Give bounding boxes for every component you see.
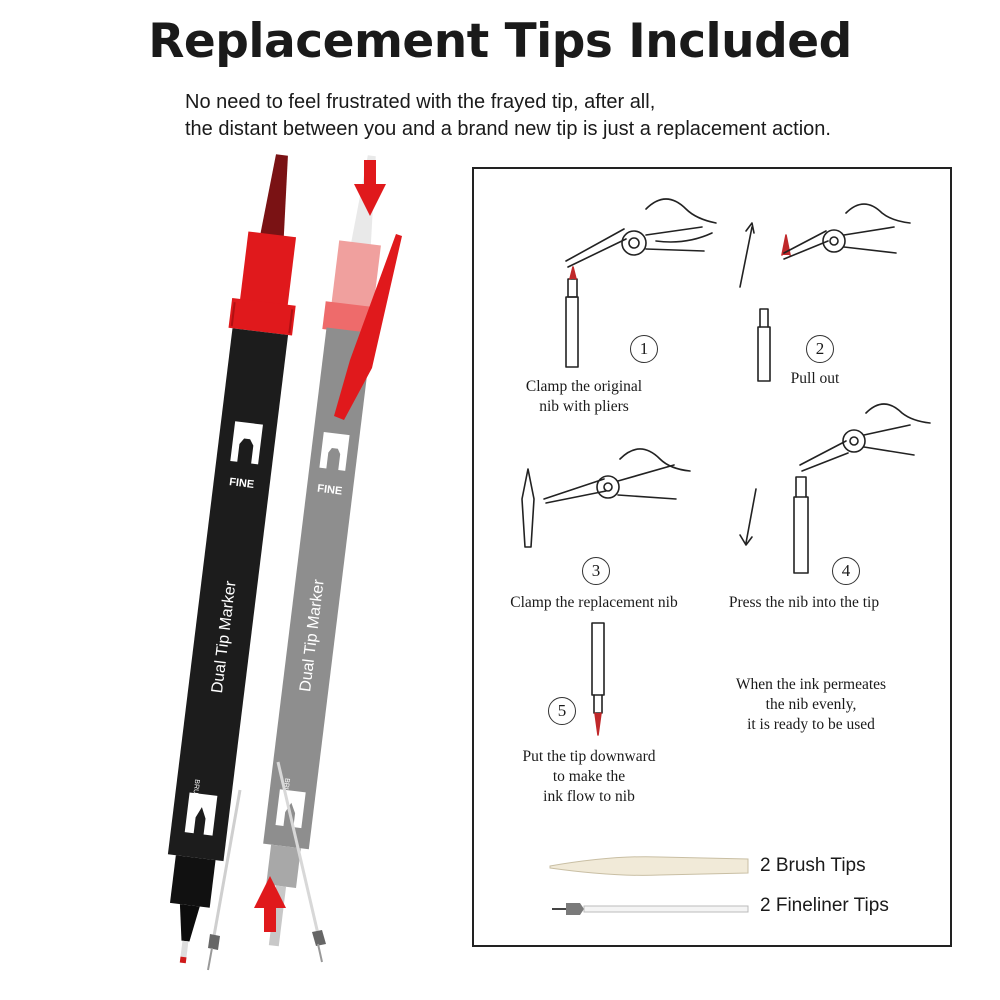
gray-pen: FINE Dual Tip Marker BRUSH (263, 155, 381, 947)
step-2-drawing (739, 203, 911, 382)
loose-fineliner-tip-2 (276, 761, 326, 963)
black-pen-tip-cone (179, 904, 200, 942)
step-1-number: 1 (630, 335, 658, 363)
step-3-caption-line-1: Clamp the replacement nib (510, 594, 678, 611)
black-pen-fine-logo (230, 421, 263, 465)
black-pen-cap-top (239, 231, 297, 313)
step-1-caption-line-2: nib with pliers (539, 398, 629, 415)
step-4-drawing (739, 403, 931, 574)
step-5-caption: Put the tip downward to make the ink flo… (504, 747, 674, 807)
loose-fineliner-tip-1 (207, 789, 242, 971)
subtitle-line-1: No need to feel frustrated with the fray… (185, 91, 656, 113)
black-pen: FINE Dual Tip Marker BRUSH (167, 154, 297, 964)
black-pen-fine-label: FINE (228, 476, 254, 491)
step-5-number: 5 (548, 697, 576, 725)
step-3-drawing (521, 448, 691, 548)
step-1-caption: Clamp the original nib with pliers (494, 377, 674, 417)
black-pen-cap-ring (228, 297, 296, 336)
step-5-drawing (591, 622, 605, 736)
step-5-caption-line-1: Put the tip downward (522, 748, 656, 765)
gray-pen-end (266, 844, 301, 888)
step-1-drawing (565, 198, 717, 368)
fineliner-tip-image (552, 903, 749, 915)
step-4-number: 4 (832, 557, 860, 585)
step-1-caption-line-1: Clamp the original (525, 378, 643, 395)
gray-pen-cap-top (329, 240, 381, 321)
step-4-caption-line-1: Press the nib into the tip (728, 594, 880, 611)
black-pen-brush-logo (184, 792, 218, 836)
instruction-panel: 1 Clamp the original nib with pliers 2 P… (472, 167, 952, 947)
page-title: Replacement Tips Included (148, 14, 852, 69)
step-2-caption: Pull out (770, 369, 860, 389)
fineliner-tips-label: 2 Fineliner Tips (760, 895, 889, 916)
loose-red-brush-nib (334, 234, 402, 420)
step-5-caption-line-2: to make the (552, 768, 626, 785)
arrow-up-icon (254, 876, 286, 932)
step-4-caption: Press the nib into the tip (714, 593, 894, 613)
arrow-down-icon (354, 160, 386, 216)
step-3-caption: Clamp the replacement nib (494, 593, 694, 613)
ink-note-line-3: it is ready to be used (747, 716, 875, 733)
ink-note: When the ink permeates the nib evenly, i… (714, 675, 908, 735)
gray-pen-fine-logo (319, 431, 350, 471)
ink-note-line-1: When the ink permeates (735, 676, 887, 693)
step-2-caption-line-1: Pull out (790, 370, 840, 387)
black-pen-end (169, 855, 216, 908)
step-3-number: 3 (582, 557, 610, 585)
black-pen-brush-tip (259, 154, 288, 240)
gray-pen-fine-label: FINE (317, 483, 343, 498)
subtitle-line-2: the distant between you and a brand new … (185, 118, 831, 140)
pens-illustration: FINE Dual Tip Marker BRUSH FINE Dual Tip… (167, 154, 402, 971)
brush-tips-label: 2 Brush Tips (760, 855, 866, 876)
instruction-drawings (521, 198, 931, 915)
black-pen-brush-label: BRUSH (190, 779, 200, 804)
step-2-number: 2 (806, 335, 834, 363)
step-5-caption-line-3: ink flow to nib (543, 788, 635, 805)
brush-tip-image (549, 856, 749, 876)
gray-pen-brush-logo (275, 789, 306, 829)
ink-note-line-2: the nib evenly, (765, 696, 857, 713)
